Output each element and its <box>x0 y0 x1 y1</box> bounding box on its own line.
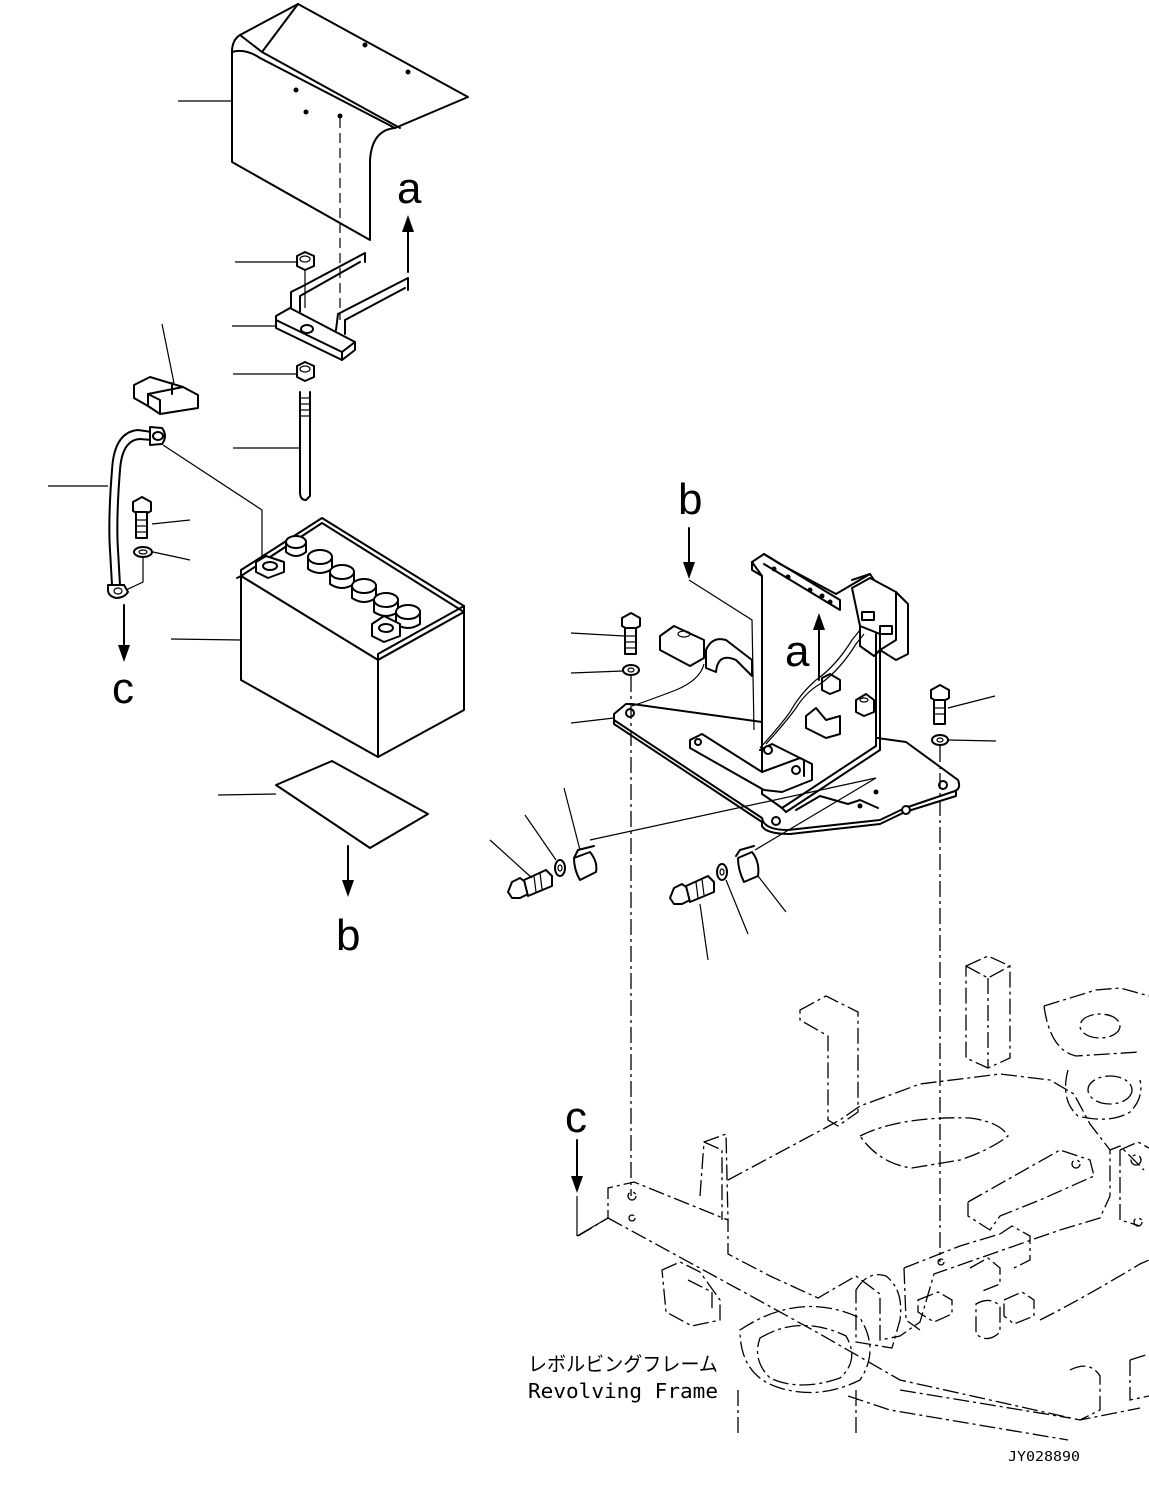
washer-plate-right <box>931 734 949 746</box>
battery-terminal-neg <box>255 555 285 579</box>
washer-clamp-right <box>716 863 728 881</box>
frame-label-jp: レボルビングフレーム <box>528 1352 718 1376</box>
label-b-bottom: b <box>336 911 360 960</box>
battery-vent-caps <box>285 535 421 629</box>
j-bolt <box>299 391 311 501</box>
label-c-right: c <box>565 1093 587 1142</box>
label-b-right: b <box>678 475 702 524</box>
leader-lines-right <box>489 632 997 961</box>
nut-lower <box>296 361 315 382</box>
nut-upper <box>296 251 315 271</box>
arrow-b-right <box>683 527 755 731</box>
terminal-cap <box>133 376 199 415</box>
bolt-clamp-left <box>507 869 553 899</box>
washer-clamp-left <box>554 859 566 877</box>
frame-label-en: Revolving Frame <box>528 1379 718 1403</box>
arrow-b-bottom <box>342 845 354 897</box>
bolt-plate-right <box>930 684 950 725</box>
label-a-left: a <box>397 164 422 213</box>
battery-cover <box>231 3 469 241</box>
washer-plate-left <box>622 664 640 676</box>
battery-cable <box>107 426 263 599</box>
washer-small <box>133 546 153 558</box>
battery-mat <box>275 760 429 849</box>
leader-lines-left <box>48 100 300 796</box>
arrow-a-left <box>402 215 414 273</box>
label-a-right: a <box>785 627 810 676</box>
arrow-a-right <box>813 613 825 681</box>
arrow-c-left <box>118 604 130 662</box>
clamp-right <box>735 845 760 883</box>
bolt-clamp-right <box>669 875 715 905</box>
clamp-left <box>573 845 598 881</box>
revolving-frame <box>577 955 1149 1441</box>
battery-hold-down-bracket <box>275 252 409 361</box>
drawing-number: JY028890 <box>1008 1450 1080 1465</box>
arrow-c-right <box>571 1139 609 1237</box>
bolt-small <box>132 496 152 539</box>
bolt-plate-left <box>621 612 641 655</box>
battery <box>236 517 465 758</box>
label-c-left: c <box>112 664 134 713</box>
battery-bracket-assembly <box>613 553 961 835</box>
battery-terminal-pos <box>371 615 401 643</box>
